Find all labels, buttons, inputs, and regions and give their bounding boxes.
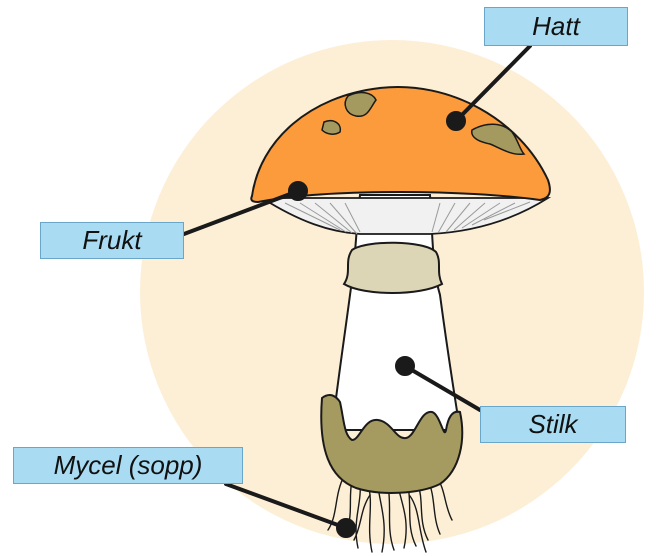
- label-stilk: Stilk: [480, 406, 626, 443]
- ring: [344, 243, 442, 293]
- label-frukt: Frukt: [40, 222, 184, 259]
- label-mycel: Mycel (sopp): [13, 447, 243, 484]
- label-hatt: Hatt: [484, 7, 628, 46]
